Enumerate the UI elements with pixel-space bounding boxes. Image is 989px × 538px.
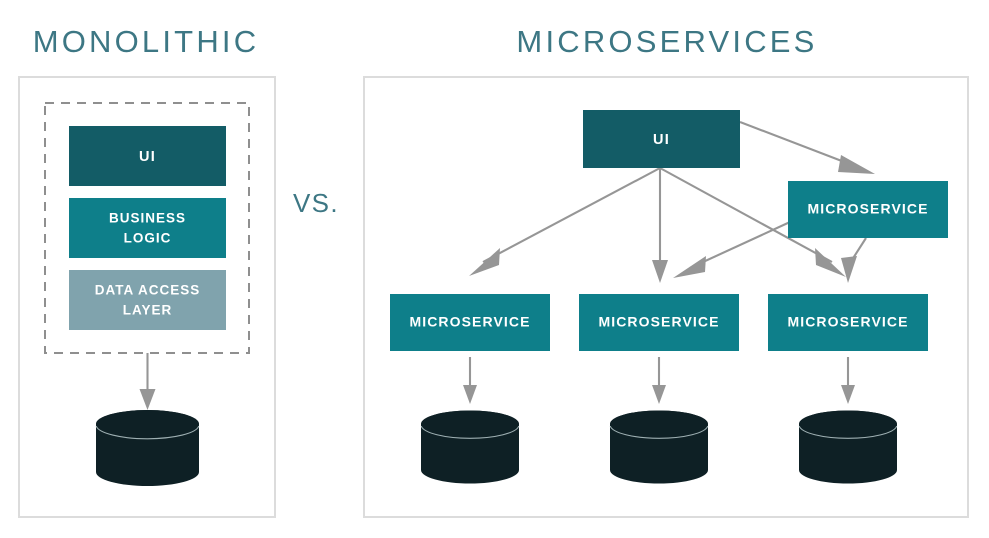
monolithic-business-logic-rect xyxy=(69,198,226,258)
arrow-head-icon xyxy=(815,248,846,277)
monolithic-ui-box-rect xyxy=(69,126,226,186)
database-icon xyxy=(96,410,199,438)
monolithic-panel-frame xyxy=(18,76,276,518)
microservice-box-bottom-center-label: MICROSERVICE xyxy=(598,314,719,330)
monolithic-dashed-group xyxy=(44,102,250,354)
database-icon xyxy=(610,410,708,438)
microservice-box-bottom-center-rect xyxy=(579,294,739,351)
microservice-box-right-upper-rect xyxy=(788,181,948,238)
monolithic-database xyxy=(95,410,200,486)
microservices-panel: MICROSERVICES xyxy=(363,24,969,518)
microservice-box-bottom-left[interactable]: MICROSERVICE xyxy=(390,294,550,351)
monolithic-title: MONOLITHIC xyxy=(33,24,260,59)
arrow-head-icon xyxy=(139,389,156,410)
arrow-head-icon xyxy=(469,248,500,276)
microservice-database-1 xyxy=(420,410,520,484)
microservice-database-2 xyxy=(609,410,709,484)
microservices-ui-label: UI xyxy=(653,132,670,148)
microservice-database-3 xyxy=(798,410,898,484)
arrow-head-icon xyxy=(841,256,857,283)
microservice-box-bottom-right-rect xyxy=(768,294,928,351)
arrow-head-icon xyxy=(463,385,477,404)
monolithic-data-access-layer-label-line1: DATA ACCESS xyxy=(95,283,201,298)
microservice-box-bottom-left-label: MICROSERVICE xyxy=(409,314,530,330)
database-icon xyxy=(799,410,897,438)
versus-label: VS. xyxy=(293,188,339,218)
arrow-head-icon xyxy=(673,256,706,278)
monolithic-business-logic-label-line2: LOGIC xyxy=(124,231,172,246)
arrow-head-icon xyxy=(841,385,855,404)
arrow-head-icon xyxy=(838,155,875,174)
monolithic-data-access-layer-label-line2: LAYER xyxy=(123,303,173,318)
microservice-box-bottom-center[interactable]: MICROSERVICE xyxy=(579,294,739,351)
monolithic-arrow-to-database xyxy=(139,353,156,410)
microservice-box-bottom-right[interactable]: MICROSERVICE xyxy=(768,294,928,351)
microservices-ui-box-rect xyxy=(583,110,740,168)
arrow-head-icon xyxy=(652,385,666,404)
database-icon xyxy=(421,410,519,438)
monolithic-data-access-layer-box[interactable]: DATA ACCESS LAYER xyxy=(69,270,226,330)
microservice-box-bottom-right-label: MICROSERVICE xyxy=(787,314,908,330)
monolithic-ui-box[interactable]: UI xyxy=(69,126,226,186)
microservices-connectors xyxy=(463,121,875,404)
monolithic-business-logic-label-line1: BUSINESS xyxy=(109,211,186,226)
arrow-head-icon xyxy=(652,260,668,283)
microservices-ui-box[interactable]: UI xyxy=(583,110,740,168)
microservices-panel-frame xyxy=(363,76,969,518)
microservice-box-bottom-left-rect xyxy=(390,294,550,351)
monolithic-panel: MONOLITHIC UI BUSINESS LOGIC DATA ACCESS… xyxy=(18,24,276,518)
microservice-box-right-upper[interactable]: MICROSERVICE xyxy=(788,181,948,238)
monolithic-data-access-layer-rect xyxy=(69,270,226,330)
monolithic-ui-label: UI xyxy=(139,149,156,165)
monolithic-business-logic-box[interactable]: BUSINESS LOGIC xyxy=(69,198,226,258)
microservice-box-right-upper-label: MICROSERVICE xyxy=(807,201,928,217)
microservices-title: MICROSERVICES xyxy=(516,24,817,59)
